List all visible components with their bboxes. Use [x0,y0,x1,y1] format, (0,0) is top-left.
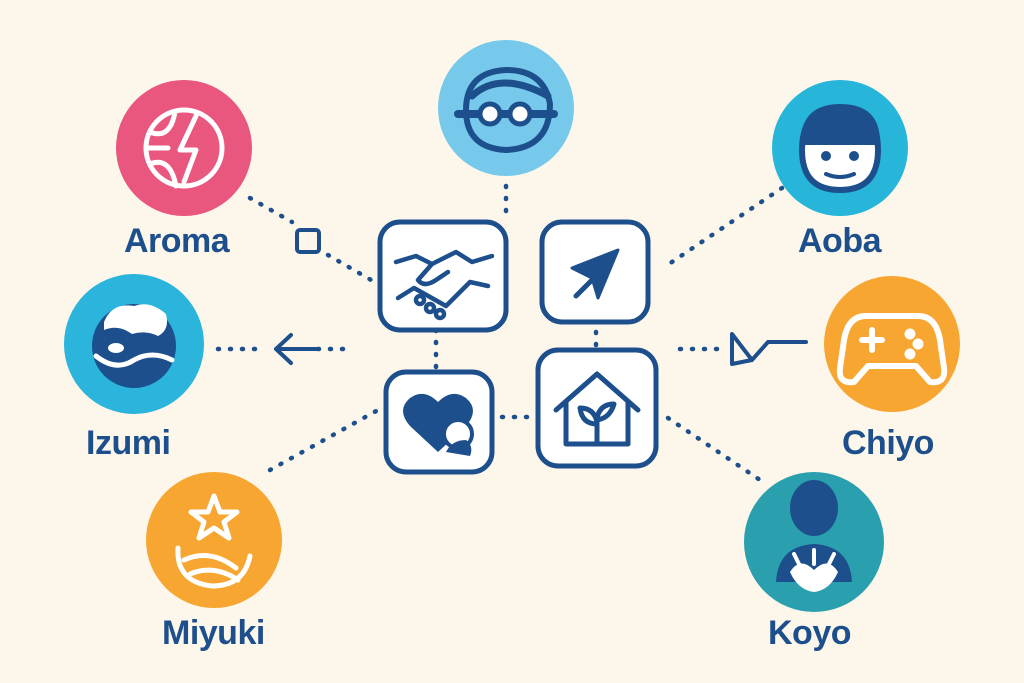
star-volleyball-icon [175,493,253,589]
node-aroma [116,80,252,216]
node-top [438,40,574,176]
person-hands-icon [776,480,852,592]
node-label-aoba: Aoba [798,222,882,260]
handshake-icon [393,249,495,321]
hub-arrow [539,219,651,325]
connector-miyuki [267,407,381,473]
hub-handshake [377,219,509,333]
node-label-izumi: Izumi [86,424,171,462]
goggles-face-icon [454,66,558,154]
connector-aroma-hub [325,252,381,287]
basketball-lightning-icon [143,107,225,189]
connector-aoba [660,185,785,271]
node-circle [146,472,282,608]
helmet-face-icon [798,104,882,194]
game-controller-icon [836,313,948,386]
arrow-tail [573,273,599,299]
node-aoba [772,80,908,216]
node-label-koyo: Koyo [768,614,852,652]
hub-heart [383,369,495,475]
connector-lines [215,183,785,483]
connector-koyo [665,415,763,483]
node-koyo [744,472,884,612]
node-izumi [64,274,204,414]
arrow-left-icon [274,333,318,365]
node-miyuki [146,472,282,608]
wave-face-icon [92,304,176,388]
node-label-chiyo: Chiyo [842,424,934,462]
node-label-aroma: Aroma [124,222,230,260]
heart-hand-icon [403,393,474,456]
home-sprout-icon [553,371,641,447]
link-hook-icon [730,332,808,366]
connector-markers [274,228,808,366]
node-label-miyuki: Miyuki [162,614,265,652]
node-circle [438,40,574,176]
square-marker-icon [295,228,321,254]
connector-aroma [247,195,295,225]
node-chiyo [824,276,960,412]
hub-home [535,347,659,469]
